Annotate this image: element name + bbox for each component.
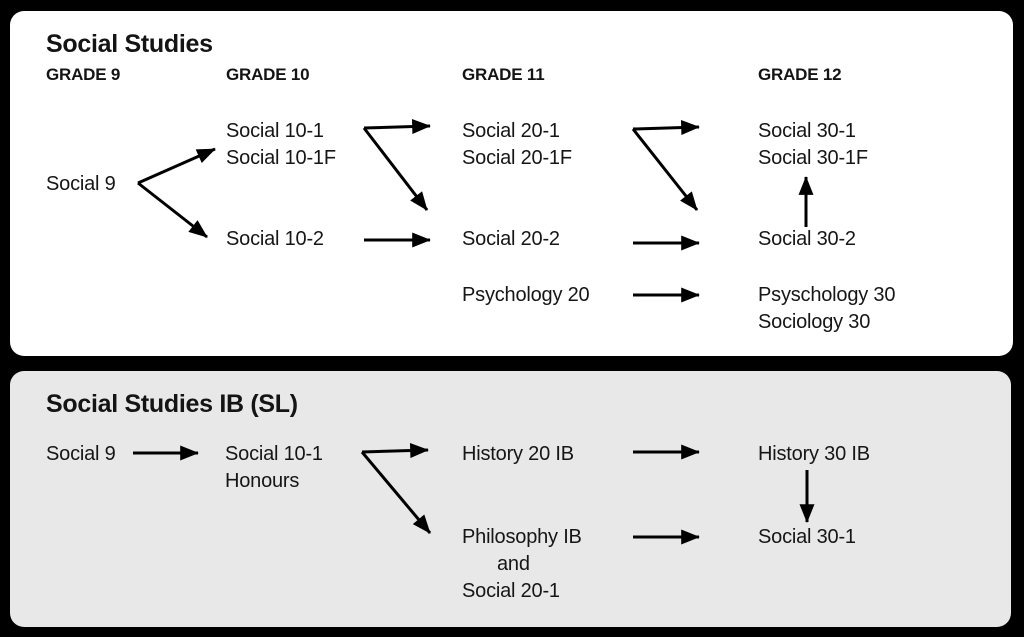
- column-header-grade-10: GRADE 10: [226, 65, 310, 84]
- panel-social-studies: Social Studies GRADE 9 GRADE 10 GRADE 11…: [10, 11, 1013, 356]
- node-ib-social-9: Social 9: [46, 441, 116, 468]
- panel-title-social-studies-ib: Social Studies IB (SL): [46, 390, 298, 418]
- course-label: Social 30-1: [758, 526, 856, 548]
- arrow-honours-to-philosophy-ib: [360, 451, 432, 534]
- course-label: Social 30-2: [758, 228, 856, 250]
- arrow-social9-to-social10-1: [137, 147, 216, 185]
- course-label: Philosophy IB: [462, 526, 582, 548]
- course-label: Psychology 20: [462, 284, 590, 306]
- panel-title-social-studies: Social Studies: [46, 30, 213, 58]
- course-label: Social 9: [46, 443, 116, 465]
- column-header-grade-12: GRADE 12: [758, 65, 842, 84]
- node-history-20-ib: History 20 IB: [462, 441, 574, 468]
- node-social-10-1: Social 10-1 Social 10-1F: [226, 118, 336, 172]
- course-label: Social 9: [46, 173, 116, 195]
- course-label: Psyschology 30: [758, 284, 896, 306]
- panel-social-studies-ib: Social Studies IB (SL) Social 9 Social 1…: [10, 371, 1011, 627]
- course-label: Sociology 30: [758, 311, 871, 333]
- course-label: Social 20-1: [462, 580, 560, 602]
- course-label: Social 10-2: [226, 228, 324, 250]
- pathway-arrows-ib: [133, 443, 815, 545]
- arrow-social10-1-to-social20-1: [363, 119, 431, 135]
- arrow-social20-1-to-social30-2: [631, 128, 699, 211]
- course-label: History 30 IB: [758, 443, 870, 465]
- course-label: Social 20-2: [462, 228, 560, 250]
- node-history-30-ib: History 30 IB: [758, 441, 870, 468]
- arrow-social10-1-to-social20-2: [362, 127, 429, 211]
- arrow-social9-to-social10-2: [137, 181, 208, 239]
- arrow-honours-to-history-20-ib: [361, 443, 429, 459]
- course-label: Social 10-1F: [226, 147, 336, 169]
- course-label: Honours: [225, 470, 300, 492]
- node-social-30-1: Social 30-1 Social 30-1F: [758, 118, 868, 172]
- node-social-10-2: Social 10-2: [226, 226, 324, 253]
- arrow-social20-1-to-social30-1: [632, 120, 700, 136]
- course-label: Social 20-1: [462, 120, 560, 142]
- course-label: Social 20-1F: [462, 147, 572, 169]
- course-label: Social 30-1F: [758, 147, 868, 169]
- node-psychology-30: Psyschology 30 Sociology 30: [758, 282, 895, 336]
- node-social-20-1: Social 20-1 Social 20-1F: [462, 118, 572, 172]
- node-social-30-2: Social 30-2: [758, 226, 856, 253]
- node-ib-social-30-1: Social 30-1: [758, 524, 856, 551]
- column-header-grade-9: GRADE 9: [46, 65, 121, 84]
- course-label: History 20 IB: [462, 443, 574, 465]
- pathway-arrows-regular: [137, 119, 814, 303]
- node-psychology-20: Psychology 20: [462, 282, 590, 309]
- node-ib-social-10-1-honours: Social 10-1 Honours: [225, 441, 323, 495]
- node-social-9: Social 9: [46, 171, 116, 198]
- course-label: Social 10-1: [226, 120, 324, 142]
- course-label: Social 10-1: [225, 443, 323, 465]
- column-header-grade-11: GRADE 11: [462, 65, 545, 84]
- node-social-20-2: Social 20-2: [462, 226, 560, 253]
- course-label: Social 30-1: [758, 120, 856, 142]
- node-philosophy-ib-and-social-20-1: Philosophy IB and Social 20-1: [462, 524, 582, 605]
- course-label: and: [497, 553, 530, 575]
